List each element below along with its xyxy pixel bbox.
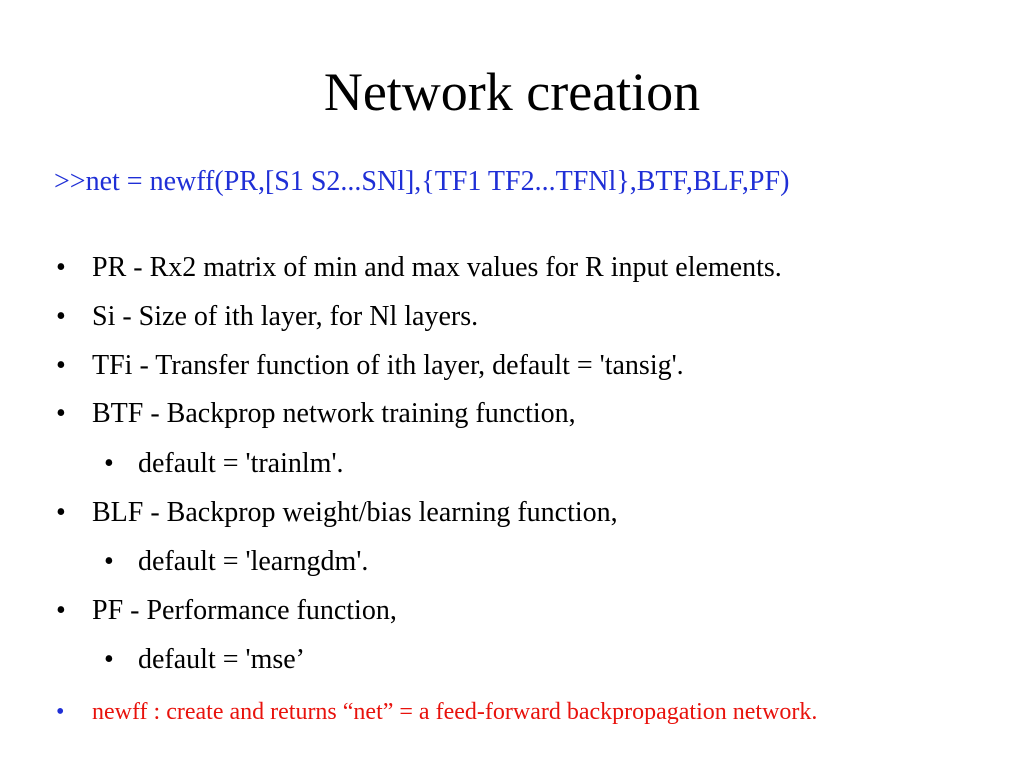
sub-list-item-text: default = 'learngdm'. xyxy=(138,546,369,577)
bullet-icon: • xyxy=(56,301,66,332)
newff-note-text: newff : create and returns “net” = a fee… xyxy=(92,699,818,725)
slide-title: Network creation xyxy=(323,62,701,122)
bullet-icon: • xyxy=(56,252,66,283)
bullet-icon: • xyxy=(56,398,66,429)
newff-command-line: >>net = newff(PR,[S1 S2...SNl],{TF1 TF2.… xyxy=(54,166,790,197)
sub-list-item-text: default = 'mse’ xyxy=(138,644,306,675)
sub-list-item-text: default = 'trainlm'. xyxy=(138,448,344,479)
bullet-icon: • xyxy=(104,546,114,577)
bullet-icon: • xyxy=(56,595,66,626)
bullet-icon: • xyxy=(56,699,65,725)
bullet-icon: • xyxy=(104,448,114,479)
bullet-icon: • xyxy=(104,644,114,675)
bullet-icon: • xyxy=(56,350,66,381)
list-item-text: BTF - Backprop network training function… xyxy=(92,398,576,429)
bullet-icon: • xyxy=(56,497,66,528)
list-item-text: BLF - Backprop weight/bias learning func… xyxy=(92,497,618,528)
list-item-text: TFi - Transfer function of ith layer, de… xyxy=(92,350,684,381)
list-item-text: Si - Size of ith layer, for Nl layers. xyxy=(92,301,479,332)
list-item-text: PR - Rx2 matrix of min and max values fo… xyxy=(92,252,782,283)
list-item-text: PF - Performance function, xyxy=(92,595,397,626)
